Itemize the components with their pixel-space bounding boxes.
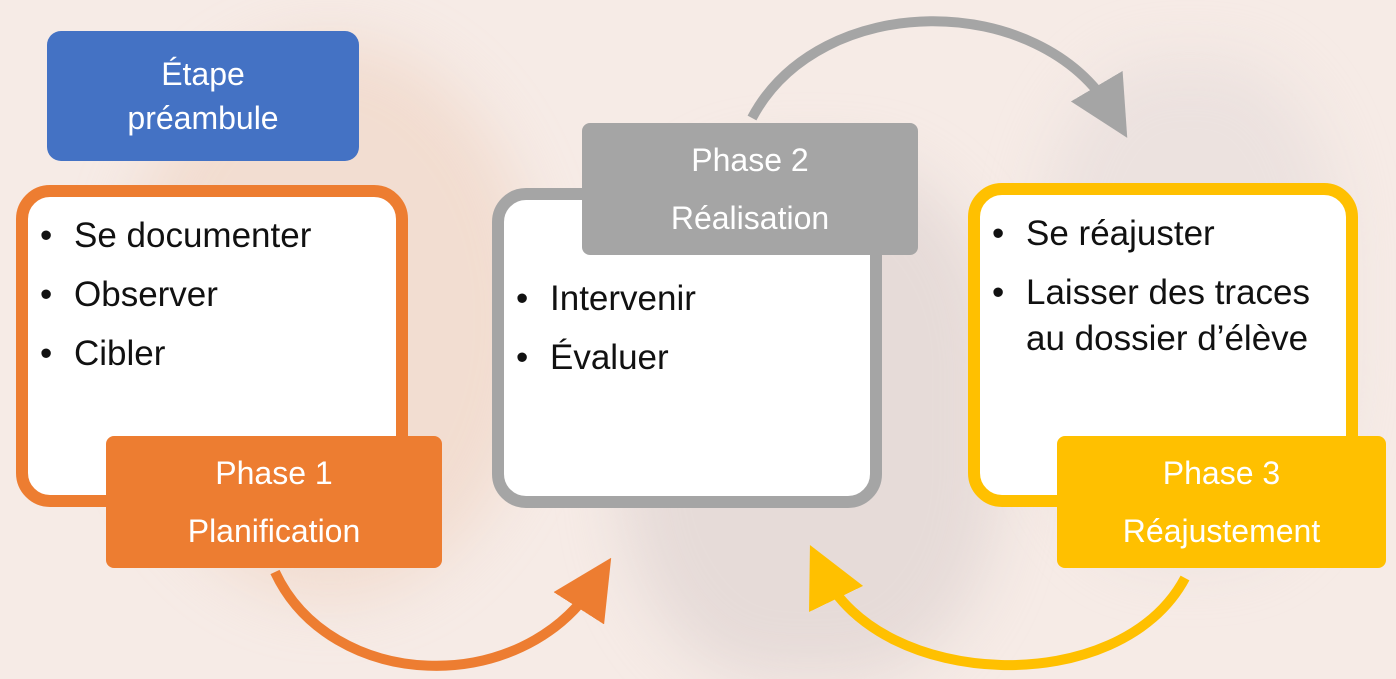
phase3-items: Se réajuster Laisser des traces au dossi… xyxy=(980,211,1338,362)
phase3-item: Laisser des traces au dossier d’élève xyxy=(980,270,1338,362)
phase2-item: Intervenir xyxy=(504,276,870,322)
phase1-item: Cibler xyxy=(28,331,396,377)
phase2-item: Évaluer xyxy=(504,335,870,381)
phase1-label: Phase 1 Planification xyxy=(106,436,442,568)
phase3-title: Phase 3 xyxy=(1162,455,1281,491)
phase3-label: Phase 3 Réajustement xyxy=(1057,436,1386,568)
phase1-subtitle: Planification xyxy=(187,513,361,549)
phase1-item: Observer xyxy=(28,272,396,318)
phase1-item: Se documenter xyxy=(28,213,396,259)
phase1-items: Se documenter Observer Cibler xyxy=(28,213,396,377)
phase2-items: Intervenir Évaluer xyxy=(504,276,870,381)
preamble-line-2: préambule xyxy=(127,100,279,136)
phase2-label: Phase 2 Réalisation xyxy=(582,123,918,255)
phase3-item: Se réajuster xyxy=(980,211,1338,257)
phase3-subtitle: Réajustement xyxy=(1122,513,1321,549)
phase2-title: Phase 2 xyxy=(691,142,809,178)
preamble-box: Étape préambule xyxy=(47,31,359,161)
phase2-subtitle: Réalisation xyxy=(670,200,830,236)
arrow-phase2-to-phase3 xyxy=(747,16,1128,138)
phase1-title: Phase 1 xyxy=(215,455,333,491)
arrow-phase3-to-phase2 xyxy=(809,545,1190,671)
arrow-phase1-to-phase2 xyxy=(270,557,612,671)
preamble-line-1: Étape xyxy=(161,56,245,92)
